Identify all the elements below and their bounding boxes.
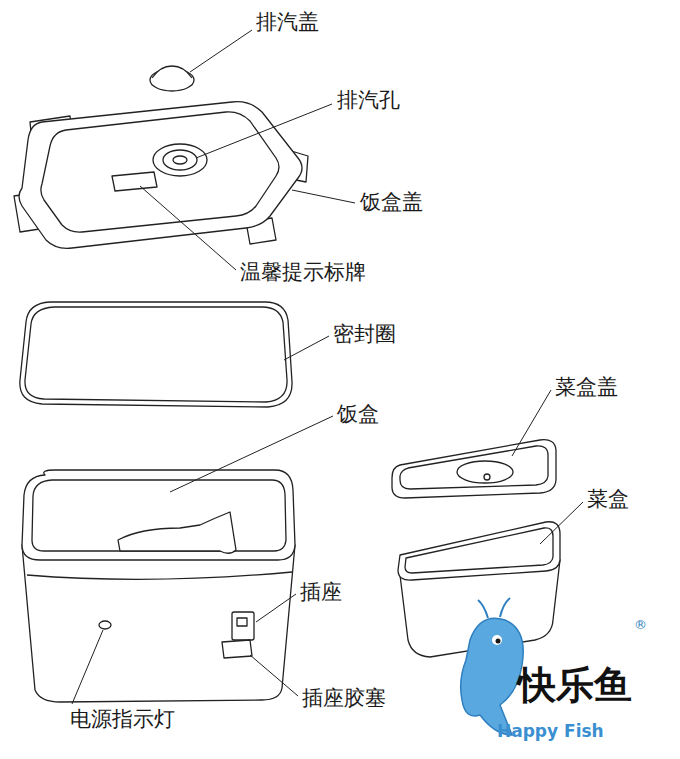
watermark-fish xyxy=(461,598,524,735)
part-label: 温馨提示标牌 xyxy=(240,260,366,284)
leader-lines xyxy=(72,30,583,704)
part-label: 电源指示灯 xyxy=(70,707,175,731)
part-label: 排汽孔 xyxy=(337,88,400,112)
gasket xyxy=(20,302,292,407)
part-label: 饭盒 xyxy=(337,402,379,426)
watermark: Happy Fish xyxy=(497,722,604,742)
vent-cap xyxy=(150,66,194,91)
watermark: ® xyxy=(634,618,647,633)
part-label: 插座胶塞 xyxy=(302,686,386,710)
part-label: 菜盒盖 xyxy=(555,375,618,399)
part-label: 插座 xyxy=(300,580,342,604)
part-label: 排汽盖 xyxy=(256,10,319,34)
dish-lid xyxy=(392,440,556,498)
part-label: 饭盒盖 xyxy=(360,190,423,214)
part-label: 菜盒 xyxy=(587,487,629,511)
watermark: 快乐鱼 xyxy=(518,664,632,708)
part-label: 密封圈 xyxy=(333,322,396,346)
lid xyxy=(14,102,308,249)
rice-box xyxy=(22,470,295,702)
